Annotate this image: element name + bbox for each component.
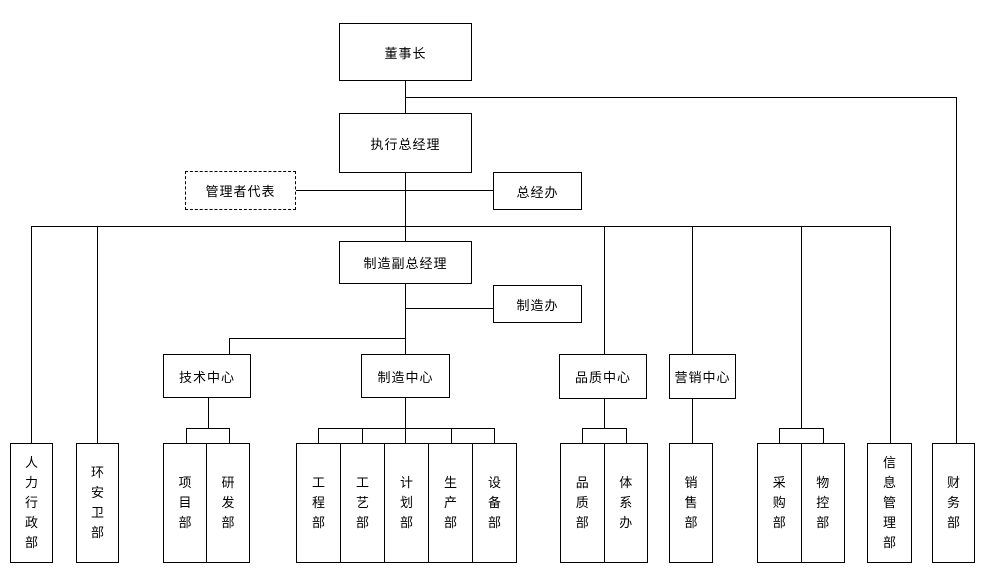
node-mfg-deputy-gm: 制造副总经理 — [339, 241, 472, 284]
node-system-office-label: 体系办 — [619, 475, 633, 530]
connector-sales-stem — [692, 399, 693, 443]
dept-cell: 环安卫部 — [77, 444, 118, 562]
dept-cell: 工程部 — [297, 444, 340, 562]
bracket-project-drop — [186, 428, 187, 443]
bracket-material-drop — [823, 428, 824, 443]
node-chairman: 董事长 — [339, 23, 472, 81]
node-project-rd-group: 项目部 研发部 — [163, 443, 250, 563]
connector-rep-office — [296, 190, 493, 191]
connector-execgm-down — [405, 173, 406, 241]
node-mfg-depts-group: 工程部 工艺部 计划部 生产部 设备部 — [296, 443, 517, 563]
bracket-mfg-depts — [318, 428, 495, 429]
node-finance-dept-label: 财务部 — [947, 475, 961, 530]
node-info-mgmt-dept-label: 信息管理部 — [883, 455, 897, 550]
node-quality-center-label: 品质中心 — [574, 370, 631, 385]
connector-hr-stem — [31, 226, 32, 443]
node-material-control-dept-label: 物控部 — [816, 475, 830, 530]
dept-cell: 工艺部 — [340, 444, 384, 562]
node-gm-office: 总经办 — [493, 172, 582, 210]
bracket-purchasing-drop — [779, 428, 780, 443]
node-mfg-office-label: 制造办 — [516, 297, 559, 313]
dept-cell: 生产部 — [428, 444, 472, 562]
node-chairman-label: 董事长 — [384, 45, 427, 61]
connector-tech-drop — [229, 338, 230, 354]
node-hr-admin-dept-label: 人力行政部 — [25, 455, 39, 550]
connector-tech-branch — [229, 338, 406, 339]
node-gm-office-label: 总经办 — [516, 184, 559, 200]
node-production-dept-label: 生产部 — [444, 475, 458, 530]
connector-main-distribution — [31, 226, 890, 227]
node-management-rep-label: 管理者代表 — [205, 184, 276, 199]
bracket-system-drop — [626, 428, 627, 443]
bracket-process-drop — [362, 428, 363, 443]
node-tech-center-label: 技术中心 — [178, 369, 235, 385]
node-mfg-center: 制造中心 — [361, 354, 450, 398]
node-finance-dept: 财务部 — [932, 443, 975, 563]
dept-cell: 体系办 — [603, 444, 648, 562]
node-rd-dept-label: 研发部 — [221, 475, 235, 530]
node-executive-gm-label: 执行总经理 — [370, 136, 441, 152]
bracket-quality-drop — [582, 428, 583, 443]
dept-cell: 人力行政部 — [11, 444, 52, 562]
bracket-production-drop — [451, 428, 452, 443]
bracket-rd-drop — [229, 428, 230, 443]
connector-mfgcenter-down — [405, 398, 406, 443]
node-ehs-dept-label: 环安卫部 — [91, 465, 105, 540]
connector-deputy-down — [405, 284, 406, 354]
bracket-project-rd — [186, 428, 229, 429]
connector-ehs-stem — [97, 226, 98, 443]
node-mfg-office: 制造办 — [493, 285, 582, 323]
node-mfg-center-label: 制造中心 — [377, 369, 434, 385]
node-info-mgmt-dept: 信息管理部 — [867, 443, 912, 563]
node-planning-dept-label: 计划部 — [400, 475, 414, 530]
node-sales-dept: 销售部 — [669, 443, 713, 563]
node-marketing-center: 营销中心 — [669, 354, 736, 399]
dept-cell: 品质部 — [561, 444, 604, 562]
connector-qualitycenter-down — [604, 399, 605, 428]
bracket-quality-system — [582, 428, 626, 429]
dept-cell: 设备部 — [472, 444, 516, 562]
node-hr-admin-dept: 人力行政部 — [10, 443, 53, 563]
node-sales-dept-label: 销售部 — [684, 475, 698, 530]
connector-quality-center-stem — [604, 226, 605, 354]
node-purchasing-dept-label: 采购部 — [772, 475, 786, 530]
node-mfg-deputy-gm-label: 制造副总经理 — [363, 256, 448, 271]
node-marketing-center-label: 营销中心 — [674, 370, 731, 385]
dept-cell: 计划部 — [384, 444, 428, 562]
node-engineering-dept-label: 工程部 — [312, 475, 326, 530]
node-quality-center: 品质中心 — [559, 354, 647, 399]
node-project-dept-label: 项目部 — [178, 475, 192, 530]
connector-info-stem — [890, 226, 891, 443]
connector-tech-down — [208, 398, 209, 428]
node-quality-dept-label: 品质部 — [575, 475, 589, 530]
connector-finance-stem — [956, 97, 957, 443]
connector-mfg-office — [405, 308, 493, 309]
node-tech-center: 技术中心 — [163, 354, 251, 398]
bracket-equipment-drop — [494, 428, 495, 443]
node-purchasing-material-group: 采购部 物控部 — [757, 443, 845, 563]
bracket-purchasing-material — [779, 428, 823, 429]
node-equipment-dept-label: 设备部 — [488, 475, 502, 530]
connector-purchasing-stem — [801, 226, 802, 428]
node-management-rep: 管理者代表 — [185, 171, 296, 210]
node-process-dept-label: 工艺部 — [356, 475, 370, 530]
connector-chairman-right — [405, 97, 956, 98]
node-quality-system-group: 品质部 体系办 — [560, 443, 648, 563]
dept-cell: 项目部 — [164, 444, 206, 562]
node-ehs-dept: 环安卫部 — [76, 443, 119, 563]
dept-cell: 物控部 — [800, 444, 845, 562]
connector-marketing-center-stem — [692, 226, 693, 354]
bracket-engineering-drop — [318, 428, 319, 443]
dept-cell: 销售部 — [670, 444, 712, 562]
dept-cell: 财务部 — [933, 444, 974, 562]
dept-cell: 信息管理部 — [868, 444, 911, 562]
dept-cell: 研发部 — [206, 444, 249, 562]
node-executive-gm: 执行总经理 — [339, 113, 472, 173]
dept-cell: 采购部 — [758, 444, 801, 562]
